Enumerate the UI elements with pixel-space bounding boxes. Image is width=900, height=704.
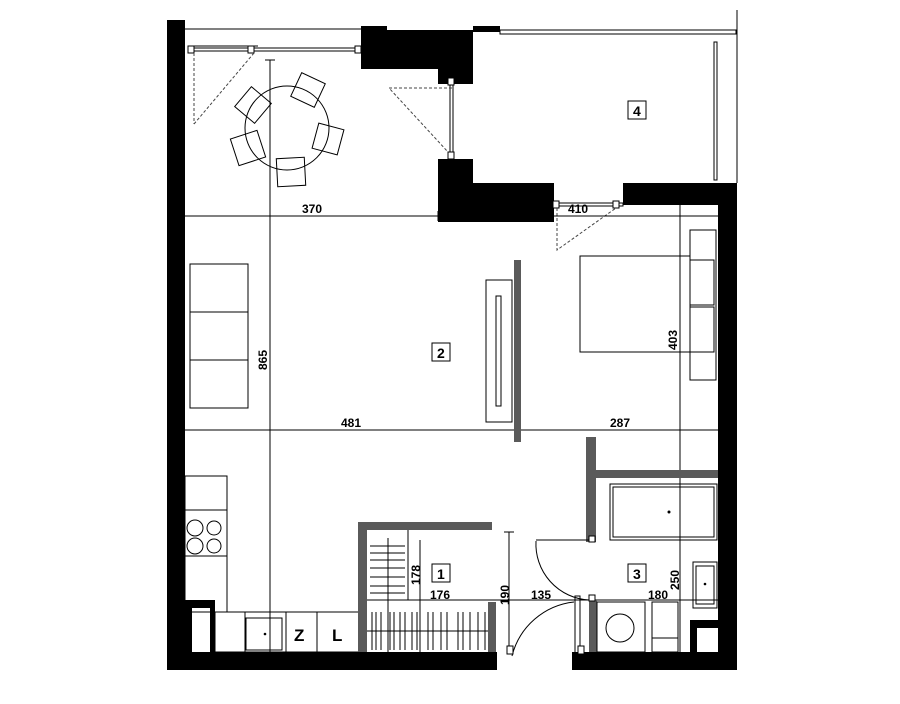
entrance-door <box>506 595 585 657</box>
room-label-2: 2 <box>431 342 451 362</box>
balcony-railing <box>499 10 738 183</box>
dimension-lines <box>185 59 718 652</box>
room-number: 4 <box>633 103 641 119</box>
room-number: 2 <box>437 345 445 361</box>
wardrobe-room-walls <box>358 522 496 652</box>
dim-190: 190 <box>498 585 512 605</box>
dim-410: 410 <box>568 202 588 216</box>
exterior-walls <box>167 20 737 670</box>
dim-178: 178 <box>409 565 423 585</box>
washing-machine <box>596 601 646 653</box>
room-label-3: 3 <box>627 563 647 583</box>
dim-403: 403 <box>666 330 680 350</box>
bathroom-door <box>535 535 596 602</box>
room-label-1: 1 <box>431 563 451 583</box>
bathtub <box>609 483 718 541</box>
dim-180: 180 <box>648 588 668 602</box>
toilet <box>651 601 679 653</box>
sink <box>692 561 718 609</box>
dim-481: 481 <box>341 416 361 430</box>
dim-250: 250 <box>668 570 682 590</box>
shelving <box>367 530 488 654</box>
wardrobe-unit <box>485 279 513 423</box>
room-label-4: 4 <box>627 100 647 120</box>
dim-865: 865 <box>256 350 270 370</box>
bed <box>579 229 717 381</box>
windows <box>185 28 624 251</box>
dim-370: 370 <box>302 202 322 216</box>
dining-table <box>229 72 345 188</box>
dim-287: 287 <box>610 416 630 430</box>
dim-135: 135 <box>531 588 551 602</box>
dishwasher-label: L <box>332 626 342 645</box>
sofa <box>189 263 249 409</box>
dimension-labels: 370 410 481 287 865 403 178 176 190 135 … <box>256 202 682 605</box>
partition-wall <box>514 260 521 442</box>
fridge-label: Z <box>294 626 304 645</box>
dim-176: 176 <box>430 588 450 602</box>
room-number: 3 <box>633 566 641 582</box>
room-number: 1 <box>437 566 445 582</box>
bathroom-walls <box>586 437 718 652</box>
